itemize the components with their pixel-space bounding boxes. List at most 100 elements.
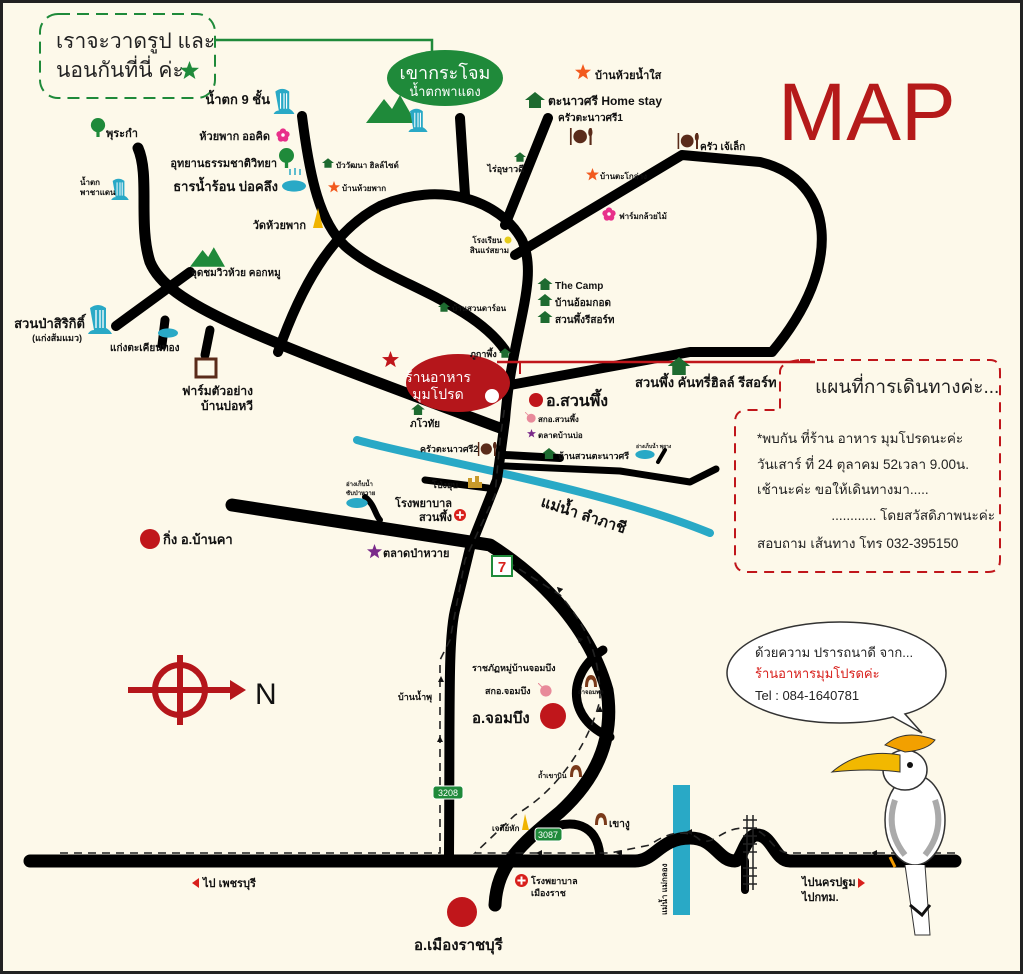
label-khao-ngu: เขางู [609,819,630,831]
map-icons: 7 [87,64,865,927]
hospital-icon [454,509,466,521]
label-ban-huai-phak: บ้านห้วยพาก [342,183,386,193]
label-hosp-mr-2: เมืองราช [531,887,566,898]
svg-text:3087: 3087 [538,830,558,840]
label-hosp-sp-2: สวนพึ้ง [419,509,452,524]
khao-krachom-badge [387,50,503,106]
label-farm-1: ฟาร์มตัวอย่าง [182,384,253,398]
river-mae-klong [673,785,690,915]
school-dot [504,236,512,244]
label-ang-chup-2: ซับป่าหวาย [346,489,376,497]
label-krua-jek: ครัว เจ้เล็ก [700,139,745,153]
hot-spring-icon [282,180,306,192]
svg-text:7: 7 [498,559,506,576]
info-line-1: *พบกัน ที่ร้าน อาหาร มุมโปรดนะค่ะ [757,429,963,447]
info-heading: แผนที่การเดินทางค่ะ... [815,373,999,398]
temple-icon [313,208,323,228]
label-phu-pha: ภูกาพึ้ง [470,347,497,360]
arrow-left-icon [192,878,199,888]
label-nam-tok-9: น้ำตก 9 ชั้น [205,89,270,107]
label-hosp-sp-1: โรงพยาบาล [394,496,452,510]
bubble-line-2: ร้านอาหารมุมโปรดค่ะ [755,666,880,682]
label-nam-tok-1: น้ำตก [80,176,100,187]
route-shield-3208: 3208 [432,785,464,800]
route-shield-3087: 3087 [534,827,563,842]
restaurant-badge[interactable] [406,354,510,412]
label-suan-phueng-resort: สวนพึ้งรีสอร์ท [555,312,615,326]
label-a-jom-bueng: อ.จอมบึง [472,709,530,727]
river-lam-phachi [353,436,714,537]
label-hosp-mr-1: โรงพยาบาล [530,875,578,886]
label-ban-tako: บ้านตะโกล่าง [600,171,647,181]
label-king-ban-kha: กิ่ง อ.บ้านคา [163,530,233,547]
label-to-nakhon-2: ไปกทม. [800,890,839,904]
pond-icon [635,450,655,459]
bubble-line-3: Tel : 084-1640781 [755,688,859,703]
hospital-icon [515,874,528,887]
pond-icon [346,498,368,508]
label-sko-jom: สกอ.จอมบึง [485,686,531,696]
label-ban-om: บ้านอ้อมกอด [555,297,611,309]
label-tanao-homestay: ตะนาวศรี Home stay [548,94,662,108]
info-line-3: เช้านะค่ะ ขอให้เดินทางมา..... [757,481,929,497]
label-pawothai: ภโวทัย [410,417,440,430]
label-talad-pa-wai: ตลาดป่าหวาย [383,547,449,560]
label-ban-nam-phu: บ้านน้ำพุ [398,690,432,703]
restaurant-name-2: มุมโปรด [412,386,463,403]
arrow-right-icon [858,878,865,888]
label-jedi: เจดีย์หัก [492,823,520,833]
label-utthayan: อุทยานธรรมชาติวิทยา [170,157,277,171]
label-phu-rakam: พุระกำ [106,127,138,141]
label-than-nam-ron: ธารน้ำร้อน บ่อคลึง [173,176,278,194]
info-box: แผนที่การเดินทางค่ะ... *พบกัน ที่ร้าน อา… [734,359,1001,573]
label-ban-suan-tanao: บ้านสวนตะนาวศรี [558,451,629,461]
info-line-5: สอบถาม เส้นทาง โทร 032-395150 [757,535,958,551]
district-dot [447,897,477,927]
svg-text:3208: 3208 [438,788,458,798]
label-farm-2: บ้านบ่อหวี [201,399,253,413]
north-label: N [255,678,277,711]
label-wat-huai-phak: วัดห้วยพาก [253,219,307,232]
label-huai-phak-orchid: ห้วยพาก ออคิด [199,130,270,143]
label-ban-suan-dara: บ้านสวนดาร์อน [452,303,507,313]
label-krua-tanao-2: ครัวตะนาวศรี2 [420,444,478,454]
label-krua-tanao-1: ครัวตะนาวศรี1 [558,112,623,124]
label-ang-chup-1: อ่างเก็บน้ำ [346,478,373,488]
farm-icon [194,357,218,379]
district-dot [529,393,543,407]
road-network [23,111,962,912]
label-the-camp: The Camp [555,281,603,292]
label-bua-watthana: บัววัฒนา ฮิลล์ไซด์ [336,160,399,170]
note-line-1: เราจะวาดรูป และ [56,30,215,54]
label-sko-suan: สกอ.สวนพึ้ง [538,413,579,424]
label-pong-yub: โป่งยุบ [431,479,458,491]
label-country-hill: สวนพึ้ง คันทรี่ฮิลล์ รีสอร์ท [635,372,777,390]
label-farm-kluai: ฟาร์มกล้วยไม้ [619,211,667,221]
label-mae-klong: แม่น้ำ แม่กลอง [658,863,669,915]
label-ratchaphat: ราชภัฏหมู่บ้านจอมบึง [472,663,555,674]
info-line-2: วันเสาร์ ที่ 24 ตุลาคม 52เวลา 9.00น. [757,455,969,473]
label-a-suan-phueng: อ.สวนพึ้ง [546,388,608,410]
note-box: เราจะวาดรูป และ นอนกันที่นี่ ค่ะ [39,13,434,99]
label-to-phetchaburi: ไป เพชรบุรี [201,876,256,891]
label-kaeng: แก่งตะเคียนทอง [110,342,180,354]
map-title: MAP [778,67,956,158]
note-line-2: นอนกันที่นี่ ค่ะ [56,55,184,82]
label-rai-usa: ไร่อุษาวดี [486,163,524,175]
stupa-icon [522,814,529,830]
pha-daeng-label: น้ำตกพาแดง [409,82,481,99]
seven-eleven-icon: 7 [491,555,513,577]
label-ban-huai-nam-sai: บ้านห้วยน้ำใส [595,67,662,82]
district-dot [540,703,566,729]
hornbill-mascot-icon [830,734,946,936]
plate-icon [485,389,499,403]
label-tham-khao-bin: ถ้ำเขาบิน [538,769,567,780]
bubble-line-1: ด้วยความ ปรารถนาดี จาก... [755,645,913,660]
restaurant-name-1: ร้านอาหาร [405,369,471,385]
speech-bubble: ด้วยความ ปรารถนาดี จาก... ร้านอาหารมุมโป… [726,621,947,734]
label-school-2: สินแร่สยาม [470,246,509,255]
label-tham-jompon: ถ้ำจอมพล [578,686,604,696]
